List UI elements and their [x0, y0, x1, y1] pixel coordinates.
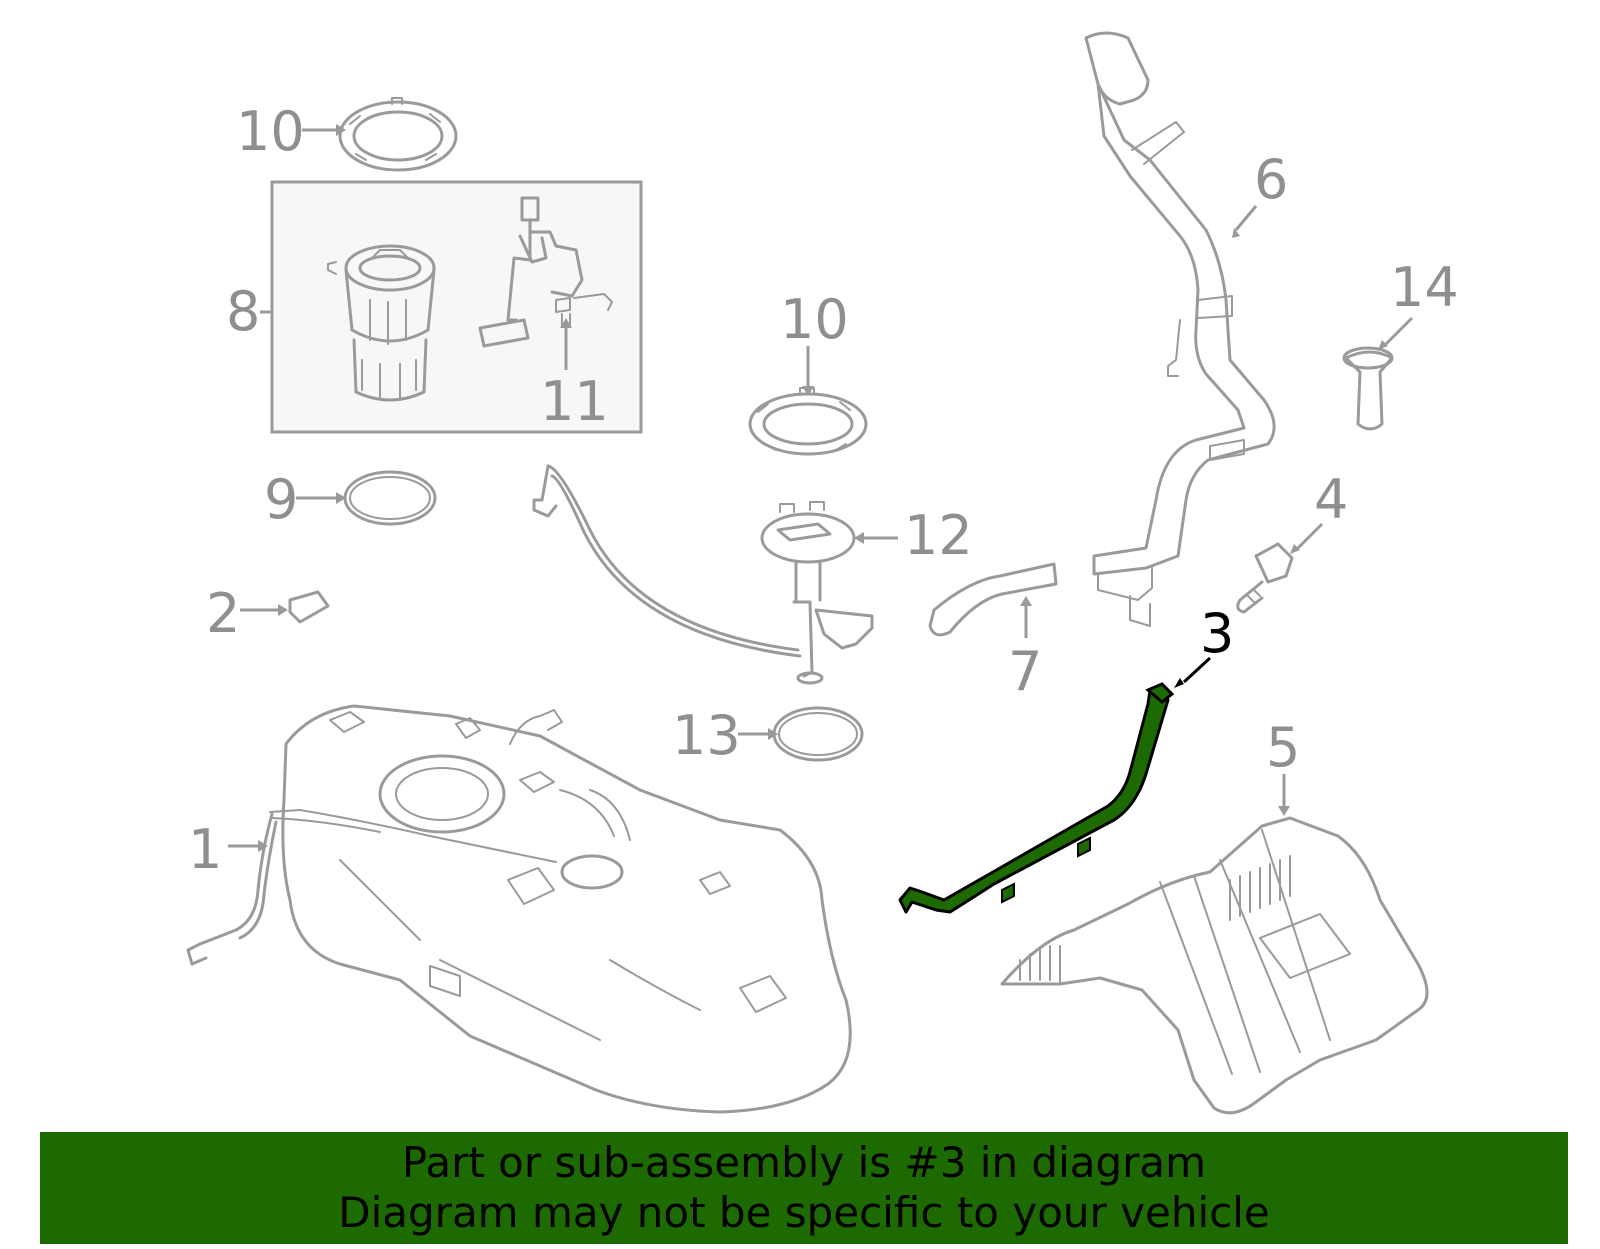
part-7-hose — [928, 562, 1058, 637]
part-12-sub-sender — [532, 464, 874, 685]
callout-11: 11 — [540, 370, 609, 433]
footer-banner: Part or sub-assembly is #3 in diagram Di… — [40, 1132, 1568, 1244]
callout-7: 7 — [1008, 640, 1042, 703]
footer-line-2: Diagram may not be specific to your vehi… — [338, 1188, 1270, 1237]
part-5-heat-shield — [1000, 816, 1429, 1115]
callout-2: 2 — [206, 582, 240, 645]
part-1-fuel-tank — [186, 704, 852, 1114]
part-6-filler-neck — [1084, 31, 1276, 627]
leader-lines — [228, 124, 1414, 852]
callout-9: 9 — [264, 468, 298, 531]
callout-12: 12 — [904, 504, 973, 567]
part-9-gasket — [343, 470, 437, 526]
callout-1: 1 — [188, 818, 222, 881]
callout-4: 4 — [1314, 468, 1348, 531]
part-14-cap — [1342, 346, 1394, 431]
callout-6: 6 — [1254, 148, 1288, 211]
callout-5: 5 — [1266, 716, 1300, 779]
footer-line-1: Part or sub-assembly is #3 in diagram — [401, 1138, 1207, 1187]
part-13-gasket — [772, 706, 864, 762]
callout-8: 8 — [226, 280, 260, 343]
part-10-lock-ring-top — [338, 97, 458, 172]
callout-14: 14 — [1390, 256, 1459, 319]
callout-10-top: 10 — [236, 100, 305, 163]
part-10-lock-ring-middle — [748, 387, 868, 456]
part-4-bolt — [1236, 542, 1294, 614]
fuel-level-sender — [478, 196, 613, 348]
callout-10-middle: 10 — [780, 288, 849, 351]
part-2-insulator — [288, 590, 330, 624]
fuel-pump-assembly-box — [270, 180, 643, 434]
part-3-tank-strap-highlighted — [898, 682, 1175, 914]
callout-13: 13 — [672, 704, 741, 767]
callout-3: 3 — [1200, 602, 1234, 665]
fuel-pump-module — [327, 244, 436, 402]
